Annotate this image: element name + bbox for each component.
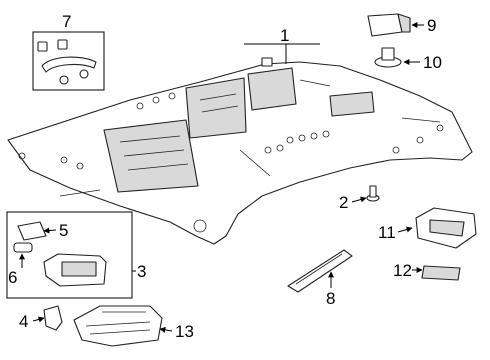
callout-1: 1 (280, 26, 289, 45)
leader-line-11 (397, 226, 413, 233)
callout-4: 4 (19, 312, 28, 331)
callout-13: 13 (175, 322, 194, 341)
leader-line-13 (159, 326, 173, 333)
callout-7: 7 (62, 12, 71, 31)
leader-line-2 (351, 196, 367, 203)
grab-handle-group-box (32, 31, 105, 91)
callout-5: 5 (59, 221, 68, 240)
bracket-part-4[interactable] (43, 305, 63, 331)
callout-6: 6 (8, 268, 17, 287)
connector-part-9[interactable] (367, 13, 411, 37)
leader-line-5 (43, 227, 57, 234)
lens-part-12[interactable] (421, 265, 461, 281)
trim-strip-part-8[interactable] (287, 249, 353, 293)
sun-visor-part[interactable] (43, 253, 107, 287)
grab-handle-part-7[interactable] (37, 39, 97, 85)
callout-3: 3 (137, 262, 146, 281)
overhead-console-part-13[interactable] (73, 305, 163, 347)
visor-clip-part-5[interactable] (17, 221, 47, 241)
clip-part-10[interactable] (374, 47, 402, 68)
callout-9: 9 (427, 16, 436, 35)
screw-part-2[interactable] (366, 185, 380, 202)
leader-line-4 (32, 316, 45, 323)
callout-11: 11 (378, 223, 396, 242)
callout-8: 8 (326, 289, 335, 308)
sun-visor-group-box (6, 211, 133, 299)
callout-2: 2 (339, 193, 348, 212)
callout-12: 12 (393, 261, 412, 280)
map-lamp-part-11[interactable] (415, 207, 477, 249)
callout-10: 10 (423, 53, 442, 72)
leader-line-1 (244, 43, 320, 64)
vanity-mirror-part-6[interactable] (13, 242, 33, 253)
headliner-part-1[interactable] (7, 57, 473, 245)
